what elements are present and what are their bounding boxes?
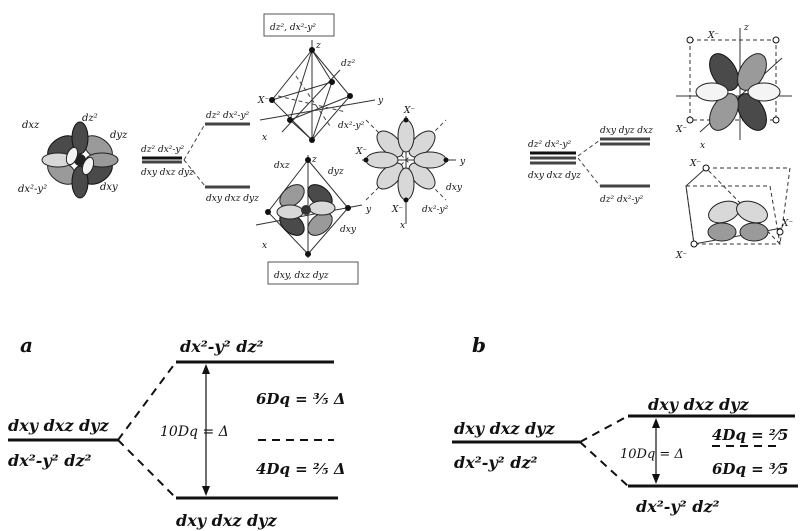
eg-label-box [263,13,335,37]
oct-top-dz2-label: dz² [341,59,356,69]
oct-bottom-z-label: z [311,155,317,165]
planar-ligand-left-label: X⁻ [355,147,367,157]
panel-a-left-bottom-label: dx²-y² dz² [8,451,92,470]
cube-top-x-label: x [700,141,705,151]
cube-bottom-ligand-label-2: X⁻ [781,219,793,229]
panel-b-split-up-line [579,415,629,443]
panel-a: a dxy dxz dyz dx²-y² dz² dx²-y² dz² dxy … [8,333,345,530]
oct-mini-right-lower-label: dxy dxz dyz [206,194,259,204]
cube-top-ligand-label: X⁻ [707,31,719,41]
octahedron-eg [259,40,376,143]
oct-top-y-label: y [377,96,384,106]
tet-mini-left-upper-label: dz² dx²-y² [528,140,572,150]
tet-mini-right-upper-label: dxy dyz dxz [600,126,653,136]
panel-b-down-energy-label: 6Dq = ³⁄5 [712,460,788,478]
oct-mini-left-upper-label: dz² dx²-y² [141,145,185,155]
panel-b-left-top-label: dxy dxz dyz [454,419,555,438]
t2g-label-text: dxy, dxz dyz [274,271,329,281]
planar-y-label: y [459,157,466,167]
cluster-label-dyz: dyz [110,130,128,141]
d-orbital-cluster [41,121,119,199]
cube-top-z-label: z [743,23,749,33]
oct-bottom-x-label: x [262,241,267,251]
cube-bottom-ligand-label: X⁻ [689,159,701,169]
oct-mini-left-lower-label: dxy dxz dyz [141,168,194,178]
cube-t2-diagram [676,28,792,140]
eg-label-text: dz², dx²-y² [270,23,316,33]
panel-b-arrow-up-head [652,418,660,428]
panel-b-split-down-line [579,441,629,487]
cluster-label-dxy: dxy [100,182,118,193]
planar-x-label: x [400,221,405,231]
panel-a-gap-label: 10Dq = Δ [160,424,229,440]
oct-top-ligand-label: X⁻ [257,96,269,106]
panel-a-upper-label: dx²-y² dz² [180,337,264,356]
oct-top-z-label: z [315,41,321,51]
oct-bottom-dyz-label: dyz [328,167,344,177]
oct-mini-right-upper-label: dz² dx²-y² [206,111,250,121]
oct-bottom-dxz-label: dxz [274,161,290,171]
tet-mini-right-lower-label: dz² dx²-y² [600,195,644,205]
panel-a-lower-label: dxy dxz dyz [176,511,277,530]
panel-b-gap-label: 10Dq = Δ [620,447,684,462]
t2g-label-box [267,261,359,285]
panel-b-upper-label: dxy dxz dyz [648,395,749,414]
panel-a-split-down-line [117,439,177,499]
panel-a-down-energy-label: 4Dq = ²⁄₅ Δ [256,460,345,478]
cluster-label-dx2y2: dx²-y² [18,184,47,195]
oct-top-x-label: x [262,133,267,143]
panel-a-up-energy-label: 6Dq = ³⁄₅ Δ [256,390,345,408]
panel-b-lower-label: dx²-y² dz² [636,497,720,516]
panel-a-left-top-label: dxy dxz dyz [8,416,109,435]
planar-ligand-top-label: X⁻ [403,106,415,116]
planar-dxy-label: dxy [446,183,463,193]
cube-top-ligand-label-2: X⁻ [675,125,687,135]
panel-b-arrow-down-head [652,474,660,484]
oct-bottom-dxy-label: dxy [340,225,357,235]
panel-a-arrow-down-head [202,486,210,496]
oct-mini-splitting [142,122,250,189]
cube-bottom-ligand-label-3: X⁻ [675,251,687,261]
tet-mini-left-lower-label: dxy dxz dyz [528,171,581,181]
panel-b-letter: b [472,333,486,357]
oct-bottom-y-label: y [365,205,372,215]
panel-b-up-energy-label: 4Dq = ²⁄5 [712,426,788,444]
planar-orbital-diagram [362,116,456,224]
planar-ligand-bottom-label: X⁻ [391,205,403,215]
panel-b: b dxy dxz dyz dx²-y² dz² dxy dxz dyz dx²… [452,333,798,516]
planar-dx2y2-label: dx²-y² [422,205,449,215]
cluster-label-dxz: dxz [22,120,40,131]
cube-e-diagram [685,164,791,248]
panel-b-left-bottom-label: dx²-y² dz² [454,453,538,472]
oct-top-dx2y2-label: dx²-y² [338,121,365,131]
octahedron-t2g [255,155,363,258]
panel-a-split-up-line [117,361,177,441]
panel-a-letter: a [20,333,33,357]
panel-a-arrow-up-head [202,364,210,374]
cluster-label-dz2: dz² [82,113,98,124]
tet-mini-splitting [530,137,650,188]
